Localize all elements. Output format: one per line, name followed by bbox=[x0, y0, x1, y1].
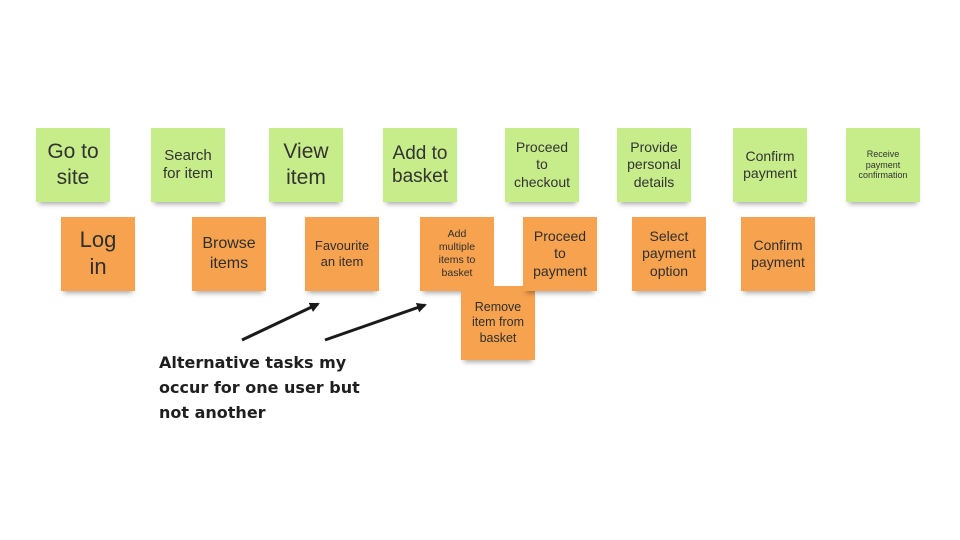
arrow-to-add-multiple bbox=[324, 302, 427, 342]
annotation-caption: Alternative tasks my occur for one user … bbox=[159, 353, 360, 422]
arrow-to-favourite bbox=[241, 302, 320, 342]
